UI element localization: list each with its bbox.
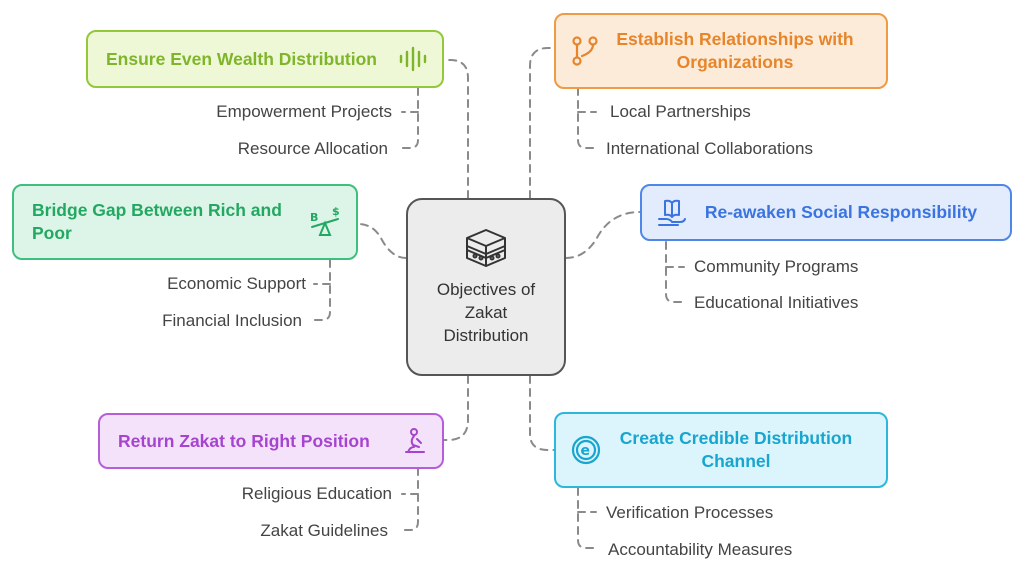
- subitem-wealth-2: Resource Allocation: [237, 139, 388, 158]
- branch-relationships-title: Establish Relationships with Organizatio…: [616, 29, 854, 72]
- balance-scale-icon: B $: [308, 205, 342, 239]
- subitem-channel-1: Verification Processes: [606, 503, 774, 522]
- branch-gap[interactable]: Bridge Gap Between Rich and Poor B $: [12, 184, 358, 260]
- bracket-wealth: [401, 87, 419, 149]
- connector-return: [443, 375, 469, 441]
- branch-social-title: Re-awaken Social Responsibility: [704, 202, 978, 222]
- connector-gap: [357, 223, 407, 259]
- branch-gap-title: Bridge Gap Between Rich and Poor: [32, 200, 282, 243]
- connector-relationships: [529, 47, 555, 199]
- audio-wave-icon: [398, 46, 428, 72]
- connector-wealth: [443, 59, 469, 199]
- branch-return[interactable]: Return Zakat to Right Position: [98, 413, 444, 469]
- subitem-wealth-1: Empowerment Projects: [216, 102, 392, 121]
- branch-return-title: Return Zakat to Right Position: [118, 430, 370, 451]
- central-topic: Objectives of Zakat Distribution: [406, 198, 566, 376]
- bracket-return: [401, 467, 419, 531]
- praying-person-icon: [402, 427, 428, 455]
- svg-text:e: e: [581, 443, 591, 459]
- svg-text:B: B: [310, 211, 318, 224]
- branch-wealth[interactable]: Ensure Even Wealth Distribution: [86, 30, 444, 88]
- bracket-channel: [577, 487, 597, 549]
- branch-relationships[interactable]: Establish Relationships with Organizatio…: [554, 13, 888, 89]
- central-topic-title: Objectives of Zakat Distribution: [436, 280, 536, 345]
- kaaba-icon: [466, 229, 506, 267]
- connector-social: [565, 211, 641, 259]
- subitem-relationships-1: Local Partnerships: [610, 102, 751, 121]
- bracket-relationships: [577, 87, 597, 149]
- branch-channel[interactable]: e Create Credible Distribution Channel: [554, 412, 888, 488]
- subitem-gap-1: Economic Support: [167, 274, 306, 293]
- bracket-social: [665, 241, 685, 303]
- connector-channel: [529, 375, 555, 451]
- subitem-relationships-2: International Collaborations: [606, 139, 813, 158]
- euro-coin-icon: e: [570, 434, 602, 466]
- subitem-gap-2: Financial Inclusion: [162, 311, 302, 330]
- bracket-gap: [313, 259, 331, 321]
- subitem-social-1: Community Programs: [694, 257, 859, 276]
- branch-social[interactable]: Re-awaken Social Responsibility: [640, 184, 1012, 241]
- subitem-social-2: Educational Initiatives: [694, 293, 859, 312]
- branch-channel-title: Create Credible Distribution Channel: [619, 428, 853, 471]
- subitem-return-2: Zakat Guidelines: [260, 521, 388, 540]
- branch-wealth-title: Ensure Even Wealth Distribution: [106, 48, 377, 69]
- subitem-return-1: Religious Education: [241, 484, 392, 503]
- subitem-channel-2: Accountability Measures: [608, 540, 793, 559]
- book-hand-icon: [656, 197, 688, 229]
- svg-text:$: $: [332, 205, 340, 218]
- git-branch-icon: [570, 34, 600, 68]
